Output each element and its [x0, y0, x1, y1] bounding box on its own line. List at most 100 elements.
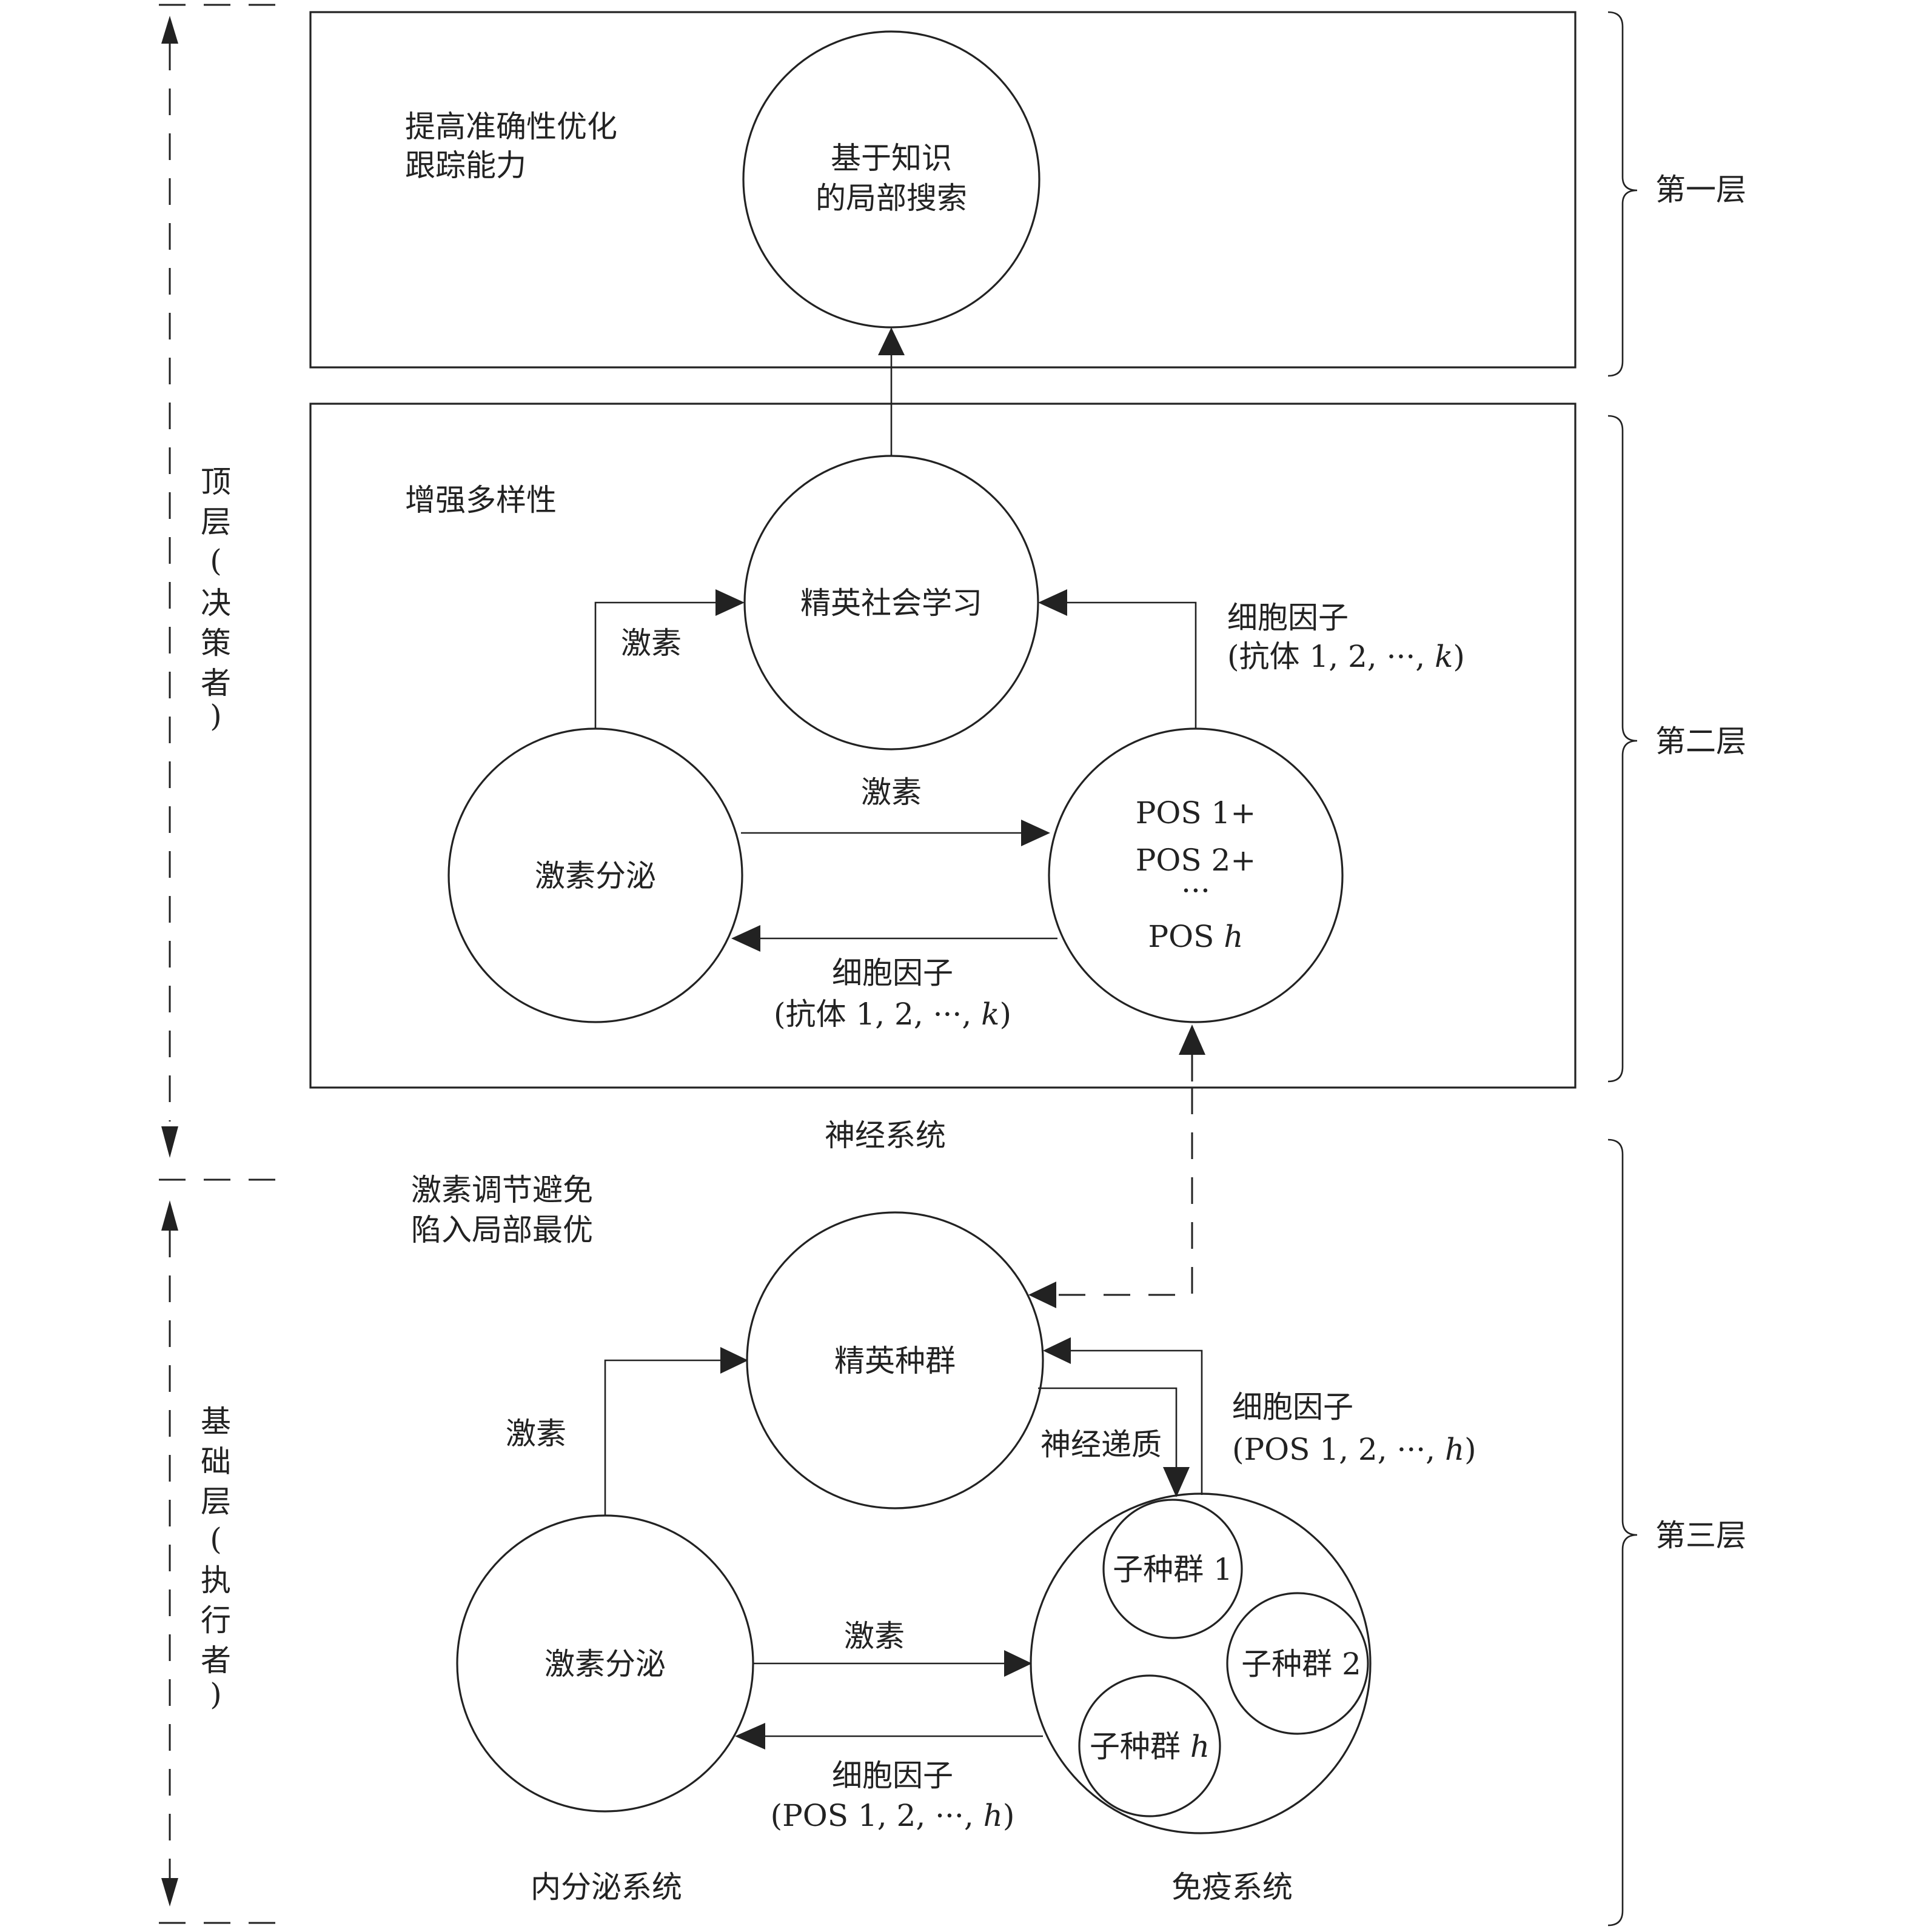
- cytokine-low-var: k: [981, 997, 999, 1032]
- base-hormone-mid-label: 激素: [844, 1619, 905, 1654]
- base-hormone-up-label: 激素: [506, 1416, 566, 1451]
- hormone-up-label: 激素: [621, 626, 682, 661]
- top-layer-label-char: ): [210, 698, 222, 734]
- cytokine-low-label-line2: (抗体 1, 2, ···, k): [774, 997, 1011, 1032]
- hormone-regulation-note-line1: 激素调节避免: [411, 1172, 593, 1208]
- base-layer-label-char: (: [210, 1522, 222, 1557]
- layer1-frame: [309, 11, 1577, 369]
- top-layer-label-char: 顶: [201, 464, 231, 500]
- top-layer-vertical-label: 顶 层 ( 决 策 者 ): [201, 464, 231, 734]
- subpopulation-1-node: [1102, 1499, 1243, 1639]
- layer2-box: 增强多样性 精英社会学习 激素分泌 POS 1+ POS 2+ ··· POS …: [309, 403, 1577, 1089]
- base-layer-vertical-label: 基 础 层 ( 执 行 者 ): [201, 1404, 231, 1712]
- base-layer-label-char: 层: [201, 1484, 231, 1519]
- elite-social-learning-label: 精英社会学习: [800, 586, 982, 621]
- subpopulation-2-node: [1226, 1592, 1369, 1735]
- hormone-secretion-label-base: 激素分泌: [545, 1646, 666, 1682]
- base-hormone-arrow-mid-head: [1004, 1650, 1032, 1677]
- layer2-frame: [309, 403, 1577, 1089]
- top-layer-label-char: 策: [201, 626, 231, 661]
- subpopulation-h-node: [1078, 1674, 1221, 1817]
- base-cytokine-up-var: h: [1445, 1432, 1464, 1467]
- hormone-arrow-up-head: [715, 589, 745, 616]
- base-cytokine-up-label-line2: (POS 1, 2, ···, h): [1232, 1432, 1476, 1467]
- cytokine-arrow-up-head: [1038, 589, 1067, 616]
- base-layer-axis-up-arrow: [161, 1200, 178, 1231]
- nervous-system-label: 神经系统: [825, 1118, 946, 1153]
- base-cytokine-low-prefix: (POS 1, 2, ···,: [771, 1798, 983, 1833]
- right-brackets: 第一层 第二层 第三层: [1607, 11, 1746, 1927]
- base-cytokine-arrow-low-head: [735, 1723, 765, 1750]
- elite-population-label: 精英种群: [834, 1343, 956, 1379]
- layer3-brace: [1607, 1138, 1638, 1927]
- hormone-regulation-note-line2: 陷入局部最优: [411, 1212, 593, 1248]
- base-layer-label-char: 基: [201, 1404, 231, 1439]
- knowledge-local-search-line2: 的局部搜索: [816, 181, 967, 216]
- base-layer-label-char: 行: [201, 1603, 231, 1638]
- cytokine-low-suffix: ): [999, 997, 1011, 1032]
- top-layer-label-char: (: [210, 543, 222, 578]
- subpopulation-h-var: h: [1190, 1729, 1210, 1764]
- layer1-label: 第一层: [1655, 172, 1746, 207]
- base-cytokine-up-label-line1: 细胞因子: [1232, 1389, 1353, 1425]
- knowledge-local-search-node: [742, 30, 1040, 329]
- pos-line2: POS 2+: [1136, 843, 1256, 878]
- top-layer-label-char: 者: [201, 666, 231, 701]
- neurotransmitter-arrow-line: [1038, 1387, 1178, 1467]
- subpopulation-2-label: 子种群 2: [1241, 1646, 1361, 1682]
- subpopulation-1-label: 子种群 1: [1113, 1552, 1233, 1587]
- nervous-feedback-dashed-line: [1055, 1088, 1193, 1296]
- cytokine-arrow-low-head: [731, 925, 760, 952]
- base-cytokine-up-prefix: (POS 1, 2, ···,: [1232, 1432, 1445, 1467]
- layer3-label: 第三层: [1655, 1518, 1746, 1553]
- nervous-feedback-left-arrowhead: [1028, 1282, 1056, 1308]
- top-layer-label-char: 层: [201, 504, 231, 540]
- accuracy-note-line1: 提高准确性优化: [405, 109, 617, 144]
- base-cytokine-low-var: h: [983, 1798, 1003, 1833]
- layer2-label: 第二层: [1655, 724, 1746, 759]
- top-layer-axis-down-arrow: [161, 1126, 178, 1158]
- base-hormone-arrow-up-line: [604, 1359, 720, 1516]
- hormone-mid-label: 激素: [861, 775, 922, 810]
- pos-line-last: POS h: [1148, 919, 1244, 954]
- base-layer: 激素调节避免 陷入局部最优 精英种群 激素分泌 子种群 1 子种群 2 子种群 …: [411, 1172, 1476, 1905]
- base-cytokine-up-suffix: ): [1464, 1432, 1476, 1467]
- pos-last-prefix: POS: [1148, 919, 1224, 954]
- elite-to-knowledge-arrowhead: [878, 327, 905, 355]
- base-cytokine-low-label-line1: 细胞因子: [832, 1758, 953, 1793]
- base-layer-label-char: ): [210, 1677, 222, 1712]
- subpopulation-h-prefix: 子种群: [1090, 1729, 1190, 1764]
- neurotransmitter-label: 神经递质: [1040, 1427, 1162, 1462]
- subpopulation-h-label: 子种群 h: [1090, 1729, 1210, 1764]
- cytokine-up-prefix: (抗体 1, 2, ···,: [1227, 639, 1435, 674]
- cytokine-up-label-line1: 细胞因子: [1227, 600, 1349, 635]
- endocrine-system-label: 内分泌系统: [531, 1870, 682, 1905]
- top-layer-label-char: 决: [201, 586, 231, 621]
- accuracy-note-line2: 跟踪能力: [405, 148, 526, 183]
- cytokine-up-var: k: [1435, 639, 1453, 674]
- base-layer-label-char: 者: [201, 1643, 231, 1678]
- pos-ellipsis: ···: [1181, 873, 1210, 908]
- layer2-brace: [1607, 415, 1638, 1083]
- base-cytokine-low-suffix: ): [1003, 1798, 1015, 1833]
- base-hormone-arrow-up-head: [720, 1347, 748, 1374]
- knowledge-local-search-line1: 基于知识: [831, 141, 952, 176]
- base-cytokine-arrow-up-head: [1043, 1337, 1071, 1364]
- pos-last-var: h: [1224, 919, 1243, 954]
- left-axis: 顶 层 ( 决 策 者 ) 基 础 层 ( 执 行 者 ): [159, 4, 291, 1924]
- top-layer-axis-up-arrow: [161, 16, 178, 44]
- diversity-note: 增强多样性: [405, 483, 557, 518]
- hormone-arrow-mid-head: [1021, 820, 1050, 846]
- base-cytokine-low-label-line2: (POS 1, 2, ···, h): [771, 1798, 1015, 1833]
- pos-line1: POS 1+: [1136, 795, 1256, 831]
- hormone-secretion-label-top: 激素分泌: [535, 858, 656, 894]
- layer1-brace: [1607, 11, 1638, 377]
- layer1-box: 提高准确性优化 跟踪能力 基于知识 的局部搜索: [309, 11, 1577, 369]
- base-cytokine-arrow-up-line: [1071, 1349, 1203, 1495]
- hormone-arrow-up-line: [594, 601, 715, 729]
- cytokine-up-label-line2: (抗体 1, 2, ···, k): [1227, 639, 1465, 674]
- cytokine-arrow-up-line: [1067, 601, 1197, 729]
- neurotransmitter-arrow-head: [1163, 1467, 1190, 1497]
- immune-system-label: 免疫系统: [1171, 1870, 1293, 1905]
